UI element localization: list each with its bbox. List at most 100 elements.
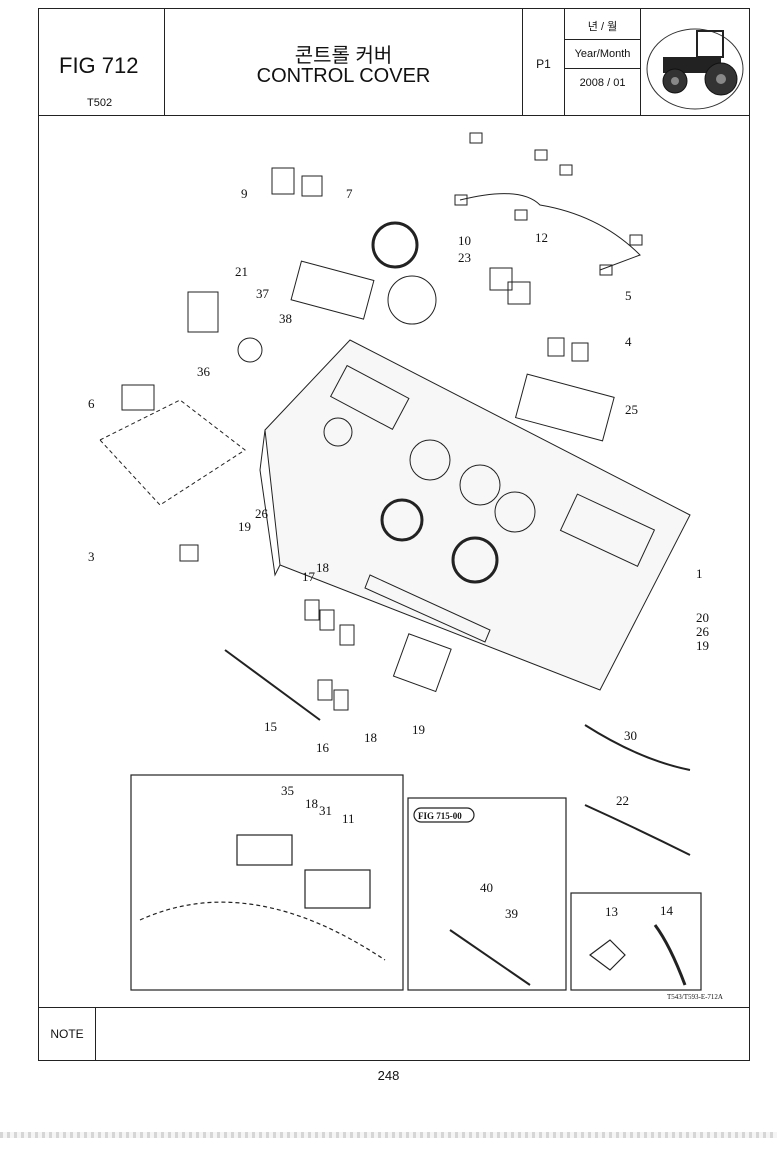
relay-17c <box>339 624 355 646</box>
radio-bracket-35 <box>236 834 293 866</box>
callout-labels: 9 7 10 23 12 21 37 5 38 4 36 6 25 26 19 … <box>88 186 710 921</box>
callout-19b: 19 <box>696 638 709 653</box>
harness-connector <box>469 132 483 144</box>
switch-plate-opening <box>559 493 656 567</box>
panel-side <box>259 429 281 577</box>
detail-box-clips <box>570 892 702 991</box>
harness-connector <box>514 209 528 221</box>
control-cover-panel <box>264 339 691 691</box>
callout-4: 4 <box>625 334 632 349</box>
detail-box-radio <box>130 774 404 991</box>
radio-11 <box>304 869 371 909</box>
callout-6: 6 <box>88 396 95 411</box>
harness-12 <box>459 193 641 271</box>
page-label: P1 <box>536 57 551 71</box>
harness-connector <box>629 234 643 246</box>
bracket-outline <box>99 399 246 506</box>
callout-fig-715: FIG 715-00 <box>418 811 462 821</box>
switch-9 <box>271 167 295 195</box>
switch-panel-25 <box>514 373 615 442</box>
year-month-korean: 년 / 월 <box>565 15 640 40</box>
title-korean: 콘트롤 커버 <box>294 45 393 67</box>
callout-16: 16 <box>316 740 330 755</box>
ring-38 <box>237 337 263 363</box>
callout-7: 7 <box>346 186 353 201</box>
switch-4b <box>571 342 589 362</box>
detail-box-cable <box>407 797 567 991</box>
fig-cell: FIG 712 T502 <box>39 9 165 115</box>
callout-18: 18 <box>316 560 329 575</box>
title-cell: 콘트롤 커버 CONTROL COVER <box>165 9 523 115</box>
clip-3 <box>179 544 199 562</box>
callout-20: 20 <box>696 610 709 625</box>
callout-21: 21 <box>235 264 248 279</box>
callout-19: 19 <box>238 519 251 534</box>
callout-13: 13 <box>605 904 618 919</box>
callout-36: 36 <box>197 364 211 379</box>
drawing-reference: T543/T593-E-712A <box>667 993 723 1001</box>
model-code: T502 <box>87 97 113 109</box>
panel-opening <box>329 364 410 431</box>
callout-11: 11 <box>342 811 355 826</box>
relay-16a <box>317 679 333 701</box>
callout-18b: 18 <box>364 730 377 745</box>
lamp-19 <box>392 633 452 693</box>
callout-39: 39 <box>505 906 518 921</box>
panel-slot <box>364 574 491 643</box>
vent-10 <box>371 221 419 269</box>
callout-38: 38 <box>279 311 292 326</box>
harness-connector <box>454 194 468 206</box>
gauge-hole-2 <box>459 464 501 506</box>
gauge-hole-1 <box>409 439 451 481</box>
revision-date: 2008 / 01 <box>579 77 626 89</box>
callout-3: 3 <box>88 549 95 564</box>
callout-26: 26 <box>255 506 269 521</box>
callout-9: 9 <box>241 186 248 201</box>
switch-4a <box>547 337 565 357</box>
relay-17a <box>304 599 320 621</box>
figure-number: FIG 712 <box>59 53 139 78</box>
parts-page-frame: FIG 712 T502 콘트롤 커버 CONTROL COVER P1 년 /… <box>38 8 750 1061</box>
note-box: NOTE <box>39 1007 749 1060</box>
relay-bracket-15 <box>224 649 321 721</box>
relay-17b <box>319 609 335 631</box>
relay-16b <box>333 689 349 711</box>
switch-5a <box>489 267 513 291</box>
callout-40: 40 <box>480 880 493 895</box>
harness-connector <box>599 264 613 276</box>
callout-19c: 19 <box>412 722 425 737</box>
harness-30 <box>584 724 691 771</box>
year-month-english: Year/Month <box>565 40 640 69</box>
cigar-lighter-36 <box>187 291 219 333</box>
cable-39 <box>449 929 531 986</box>
gauge-hole-3 <box>494 491 536 533</box>
ring-23 <box>387 275 437 325</box>
tractor-icon <box>646 28 744 110</box>
vent-louver-1 <box>380 498 424 542</box>
indicator-6 <box>121 384 155 411</box>
title-english: CONTROL COVER <box>256 65 431 87</box>
callout-5: 5 <box>625 288 632 303</box>
callout-17: 17 <box>302 569 316 584</box>
page-number: 248 <box>377 1068 400 1083</box>
scan-artifact <box>0 1132 777 1138</box>
callout-30: 30 <box>624 728 637 743</box>
callout-23: 23 <box>458 250 471 265</box>
callout-31: 31 <box>319 803 332 818</box>
tie-14 <box>653 924 687 986</box>
callout-18c: 18 <box>305 796 318 811</box>
page-cell: P1 <box>523 9 565 115</box>
tractor-logo <box>641 9 749 115</box>
harness-connector <box>559 164 573 176</box>
harness-22 <box>584 804 691 856</box>
fig-ref-oval <box>413 807 475 823</box>
switch-5b <box>507 281 531 305</box>
switch-7 <box>301 175 323 197</box>
plate-21 <box>290 260 375 320</box>
callout-10: 10 <box>458 233 471 248</box>
callout-37: 37 <box>256 286 270 301</box>
note-label: NOTE <box>39 1008 96 1060</box>
callout-12: 12 <box>535 230 548 245</box>
callout-1: 1 <box>696 566 703 581</box>
